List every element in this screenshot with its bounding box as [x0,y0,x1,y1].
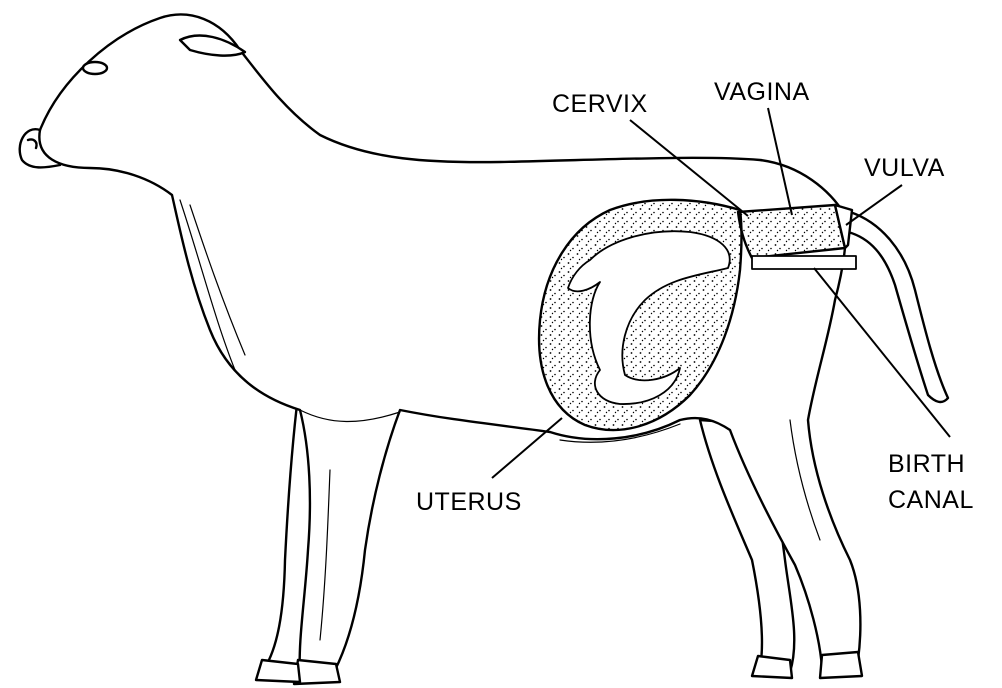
sheep-illustration [20,15,948,684]
label-uterus: UTERUS [416,488,522,516]
vulva-leader [846,185,902,225]
sheep-body [39,15,860,676]
label-birth-canal-line1: BIRTH [888,450,965,478]
hoof-hind-near [820,652,862,678]
label-vagina: VAGINA [714,78,810,106]
label-birth-canal-line2: CANAL [888,486,974,514]
label-vulva: VULVA [864,154,945,182]
hoof-hind-far [752,656,792,678]
birth-canal-bracket [752,256,856,269]
hoof-fore-far [256,660,300,682]
label-cervix: CERVIX [552,90,648,118]
sheep-eye [83,62,107,74]
sheep-nostril [28,139,37,148]
